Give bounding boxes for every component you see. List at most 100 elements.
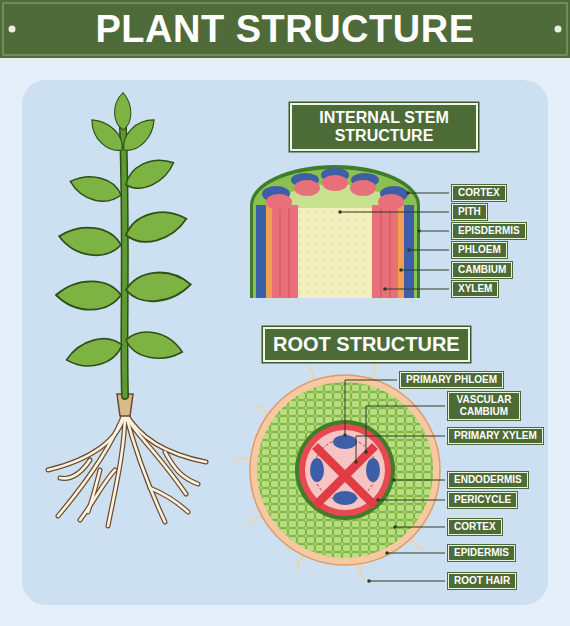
root-section bbox=[299, 424, 391, 516]
plant-roots bbox=[48, 412, 206, 526]
stem-section bbox=[250, 165, 420, 298]
stem-section bbox=[280, 208, 281, 298]
leader-line bbox=[387, 553, 445, 554]
leader-line bbox=[409, 250, 449, 251]
part-label: CAMBIUM bbox=[452, 262, 512, 278]
leader-line bbox=[345, 380, 445, 581]
root-section bbox=[310, 458, 324, 482]
part-label: ENDODERMIS bbox=[448, 472, 528, 488]
label-text: PERICYCLE bbox=[454, 494, 511, 506]
stem-section bbox=[404, 205, 414, 298]
vascular-bundles bbox=[294, 180, 320, 196]
leader-dot bbox=[406, 191, 410, 195]
stem-section bbox=[390, 208, 391, 298]
plant-roots bbox=[165, 452, 198, 484]
part-label: EPIDERMIS bbox=[448, 545, 515, 561]
plant-leaves bbox=[85, 114, 128, 157]
title-banner bbox=[555, 26, 562, 33]
root-hairs bbox=[235, 458, 251, 462]
plant-leaves bbox=[115, 93, 131, 131]
root-section bbox=[333, 491, 357, 505]
root-section bbox=[250, 375, 440, 565]
plant-leaves bbox=[56, 93, 192, 373]
part-label: CORTEX bbox=[452, 185, 506, 201]
leader-dot bbox=[354, 460, 358, 464]
part-label: ROOT HAIR bbox=[448, 573, 516, 589]
label-text: EPIDERMIS bbox=[454, 547, 509, 559]
leader-dot bbox=[338, 210, 342, 214]
label-text: XYLEM bbox=[458, 283, 492, 295]
plant-roots bbox=[125, 412, 165, 522]
leader-line bbox=[369, 581, 445, 582]
leader-line bbox=[385, 289, 449, 290]
section-sign: INTERNAL STEM STRUCTURE bbox=[290, 103, 478, 152]
leader-dot bbox=[338, 191, 421, 291]
vascular-bundles bbox=[262, 168, 408, 210]
vascular-bundles bbox=[378, 194, 404, 210]
label-text: CAMBIUM bbox=[458, 264, 506, 276]
plant-stem bbox=[123, 128, 125, 396]
panel bbox=[22, 80, 548, 605]
title-banner bbox=[0, 0, 570, 58]
root-hairs bbox=[298, 555, 305, 570]
leader-dot bbox=[364, 450, 368, 454]
part-label: PRIMARY PHLOEM bbox=[400, 372, 503, 388]
leader-dot bbox=[399, 268, 403, 272]
plant-roots bbox=[125, 412, 165, 522]
title-banner bbox=[0, 0, 570, 58]
leader-dot bbox=[392, 478, 396, 482]
root-section bbox=[333, 435, 357, 449]
vascular-bundles bbox=[266, 194, 292, 210]
label-text: VASCULAR CAMBIUM bbox=[454, 394, 514, 418]
stem-section bbox=[372, 205, 398, 298]
root-hairs bbox=[360, 563, 365, 579]
vascular-bundles bbox=[350, 180, 376, 196]
section-sign: ROOT STRUCTURE bbox=[263, 327, 470, 362]
plant-roots bbox=[80, 470, 115, 520]
label-text: EPISDERMIS bbox=[458, 225, 520, 237]
part-label: PITH bbox=[452, 204, 487, 220]
stem-section bbox=[298, 208, 372, 298]
plant-leaves bbox=[125, 270, 192, 304]
leader-line bbox=[378, 500, 445, 501]
label-text: PRIMARY PHLOEM bbox=[406, 374, 497, 386]
plant-leaves bbox=[117, 113, 160, 156]
part-label: CORTEX bbox=[448, 519, 502, 535]
label-text: CORTEX bbox=[454, 521, 496, 533]
leader-line bbox=[419, 231, 449, 232]
root-hairs bbox=[369, 364, 375, 379]
label-text: INTERNAL STEM STRUCTURE bbox=[300, 109, 468, 146]
title-banner bbox=[9, 26, 16, 33]
leader-line bbox=[408, 193, 449, 194]
stem-section bbox=[289, 208, 290, 298]
leader-dot bbox=[376, 498, 380, 502]
plant-roots bbox=[125, 412, 186, 494]
label-text: PRIMARY XYLEM bbox=[454, 430, 537, 442]
label-text: ENDODERMIS bbox=[454, 474, 522, 486]
stem-section bbox=[280, 208, 390, 298]
leader-line bbox=[356, 436, 445, 462]
stem-section bbox=[256, 205, 266, 298]
part-label: PHLOEM bbox=[452, 242, 507, 258]
root-hairs bbox=[250, 517, 264, 525]
stem-section bbox=[253, 169, 417, 298]
plant-leaves bbox=[123, 327, 184, 363]
stem-section bbox=[398, 205, 404, 298]
leader-line bbox=[401, 270, 449, 271]
part-label: PERICYCLE bbox=[448, 492, 517, 508]
leader-line bbox=[340, 212, 449, 213]
plant-roots bbox=[48, 412, 206, 526]
leader-line bbox=[394, 480, 445, 481]
root-hairs bbox=[411, 536, 422, 547]
plant-roots bbox=[108, 412, 125, 526]
vascular-bundles bbox=[322, 175, 348, 191]
root-hairs bbox=[307, 367, 313, 382]
leader-line bbox=[395, 527, 445, 528]
leader-dot bbox=[343, 433, 347, 437]
plant-stem bbox=[123, 128, 125, 396]
leader-dot bbox=[393, 525, 397, 529]
root-section bbox=[250, 375, 440, 565]
plant-leaves bbox=[67, 171, 124, 207]
leader-dot bbox=[417, 229, 421, 233]
